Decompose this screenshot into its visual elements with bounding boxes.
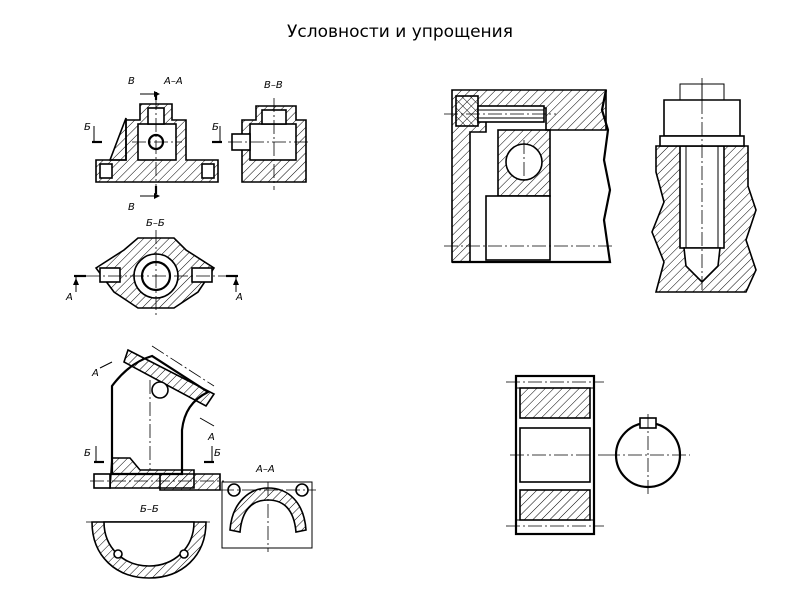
label-aa-ring: А–А [255,464,275,475]
bracket-sections-drawing: В А–А Б Б В В–В Б–Б [65,76,310,318]
label-b-right: Б [212,122,219,133]
slide-title: Условности и упрощения [287,22,513,42]
label-a-elbow-right: А [207,432,215,443]
label-a-elbow-top: А [91,368,99,379]
bearing-assembly-drawing [444,89,614,264]
label-v-bottom: В [128,202,135,213]
label-vv: В–В [264,80,283,91]
label-a-right: А [235,292,243,303]
label-b-elbow-left: Б [84,448,91,459]
label-b-left: Б [84,122,91,133]
gear-keyway-drawing [506,374,690,536]
label-bb-top: Б–Б [146,218,165,229]
bolt-assembly-drawing [651,78,757,293]
label-aa: А–А [163,76,183,87]
section-bb-view: Б–Б А А [65,218,243,318]
label-v-top: В [128,76,135,87]
label-b-elbow-right: Б [214,448,221,459]
elbow-casting-drawing: А А Б Б Б–Б А–А [84,345,316,579]
section-aa-view: В А–А Б Б В [84,76,222,213]
label-bb-bottom: Б–Б [140,504,159,515]
section-vv-view: В–В [228,80,310,190]
label-a-left: А [65,292,73,303]
